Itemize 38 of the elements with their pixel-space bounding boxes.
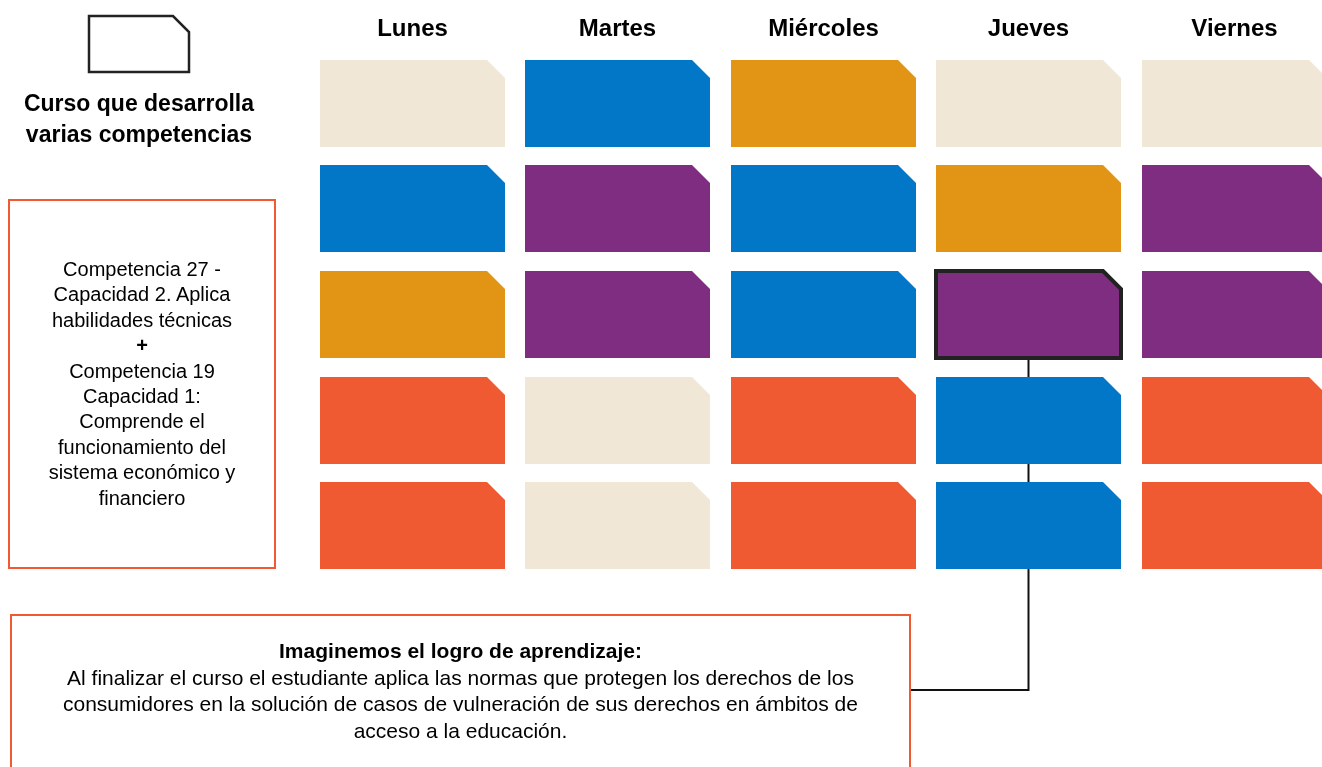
schedule-tile — [731, 271, 916, 358]
schedule-tile — [936, 165, 1121, 252]
schedule-tile — [1142, 165, 1322, 252]
legend-text: Curso que desarrolla varias competencias — [22, 89, 256, 149]
schedule-tile — [1142, 60, 1322, 147]
highlighted-tile — [936, 271, 1121, 358]
schedule-tile — [320, 482, 505, 569]
schedule-tile — [731, 377, 916, 464]
goal-box — [10, 614, 911, 767]
day-heading: Martes — [577, 14, 658, 42]
box-text: Al finalizar el curso el estudiante aplica las normas que protegen los derechos de los consumidores en la solución de casos de vulneración de sus derechos en ámbitos de acceso a la educación. — [62, 664, 859, 744]
schedule-tile — [936, 377, 1121, 464]
day-heading: Lunes — [376, 14, 449, 42]
schedule-tile — [320, 377, 505, 464]
box-heading: Imaginemos el logro de aprendizaje: — [279, 638, 642, 664]
schedule-tile — [936, 482, 1121, 569]
schedule-tile — [1142, 271, 1322, 358]
schedule-tile — [320, 271, 505, 358]
schedule-tile — [525, 60, 710, 147]
box-text: Competencia 27 - Capacidad 2. Aplica habilidades técnicas — [50, 256, 234, 333]
schedule-tile — [525, 165, 710, 252]
competency-box — [8, 199, 276, 569]
day-heading: Viernes — [1190, 14, 1279, 42]
day-heading: Jueves — [986, 14, 1071, 42]
schedule-tile — [525, 377, 710, 464]
schedule-tile — [731, 482, 916, 569]
schedule-tile — [1142, 482, 1322, 569]
day-heading: Miércoles — [767, 14, 880, 42]
schedule-tile — [1142, 377, 1322, 464]
schedule-tile — [320, 165, 505, 252]
schedule-tile — [320, 60, 505, 147]
schedule-tile — [731, 60, 916, 147]
box-text: Competencia 19 Capacidad 1: Comprende el funcionamiento del sistema económico y financiero — [47, 358, 237, 511]
schedule-tile — [525, 482, 710, 569]
plus-sign: + — [135, 333, 149, 359]
schedule-tile — [936, 60, 1121, 147]
schedule-tile — [525, 271, 710, 358]
schedule-tile — [731, 165, 916, 252]
